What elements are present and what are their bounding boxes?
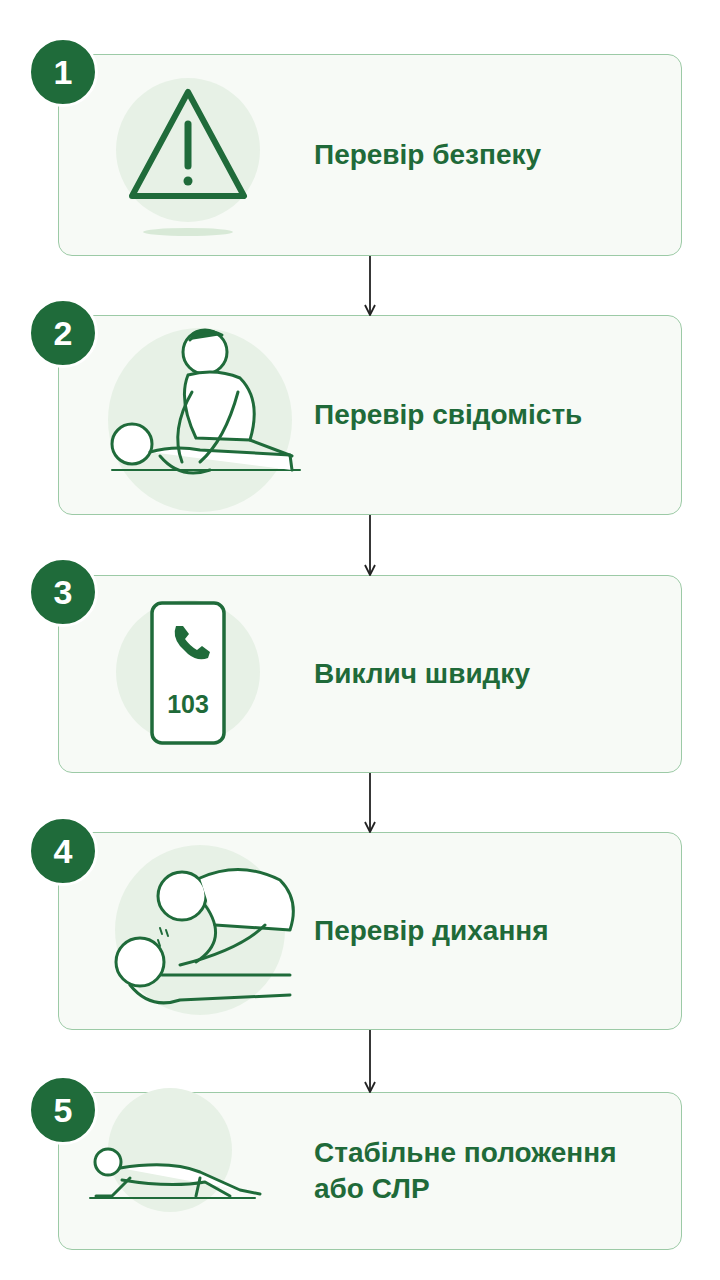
step-box: Стабільне положення або СЛР: [58, 1092, 682, 1250]
flow-arrow: [369, 256, 371, 315]
step-number-circle: 3: [28, 557, 98, 627]
step-number: 2: [54, 316, 73, 350]
step-number: 4: [54, 834, 73, 868]
text-area: Перевір свідомість: [314, 316, 663, 514]
step-number: 3: [54, 575, 73, 609]
step-title: Виклич швидку: [314, 656, 530, 692]
text-area: Перевір безпеку: [314, 55, 663, 255]
step-number: 5: [54, 1093, 73, 1127]
step-title: Стабільне положення або СЛР: [314, 1135, 663, 1208]
step-number-circle: 4: [28, 816, 98, 886]
step-title: Перевір свідомість: [314, 397, 582, 433]
flow-arrow: [369, 515, 371, 575]
flow-arrow: [369, 773, 371, 832]
step-box: Перевір свідомість: [58, 315, 682, 515]
step-box: Перевір дихання: [58, 832, 682, 1030]
text-area: Перевір дихання: [314, 833, 663, 1029]
text-area: Стабільне положення або СЛР: [314, 1093, 663, 1249]
step-number-circle: 1: [28, 37, 98, 107]
step-box: Виклич швидку: [58, 575, 682, 773]
step-box: Перевір безпеку: [58, 54, 682, 256]
step-number: 1: [54, 55, 73, 89]
flow-arrow: [369, 1030, 371, 1092]
step-number-circle: 5: [28, 1075, 98, 1145]
step-title: Перевір безпеку: [314, 137, 541, 173]
phone-number: 103: [148, 690, 228, 719]
step-number-circle: 2: [28, 298, 98, 368]
text-area: Виклич швидку: [314, 576, 663, 772]
step-title: Перевір дихання: [314, 913, 549, 949]
